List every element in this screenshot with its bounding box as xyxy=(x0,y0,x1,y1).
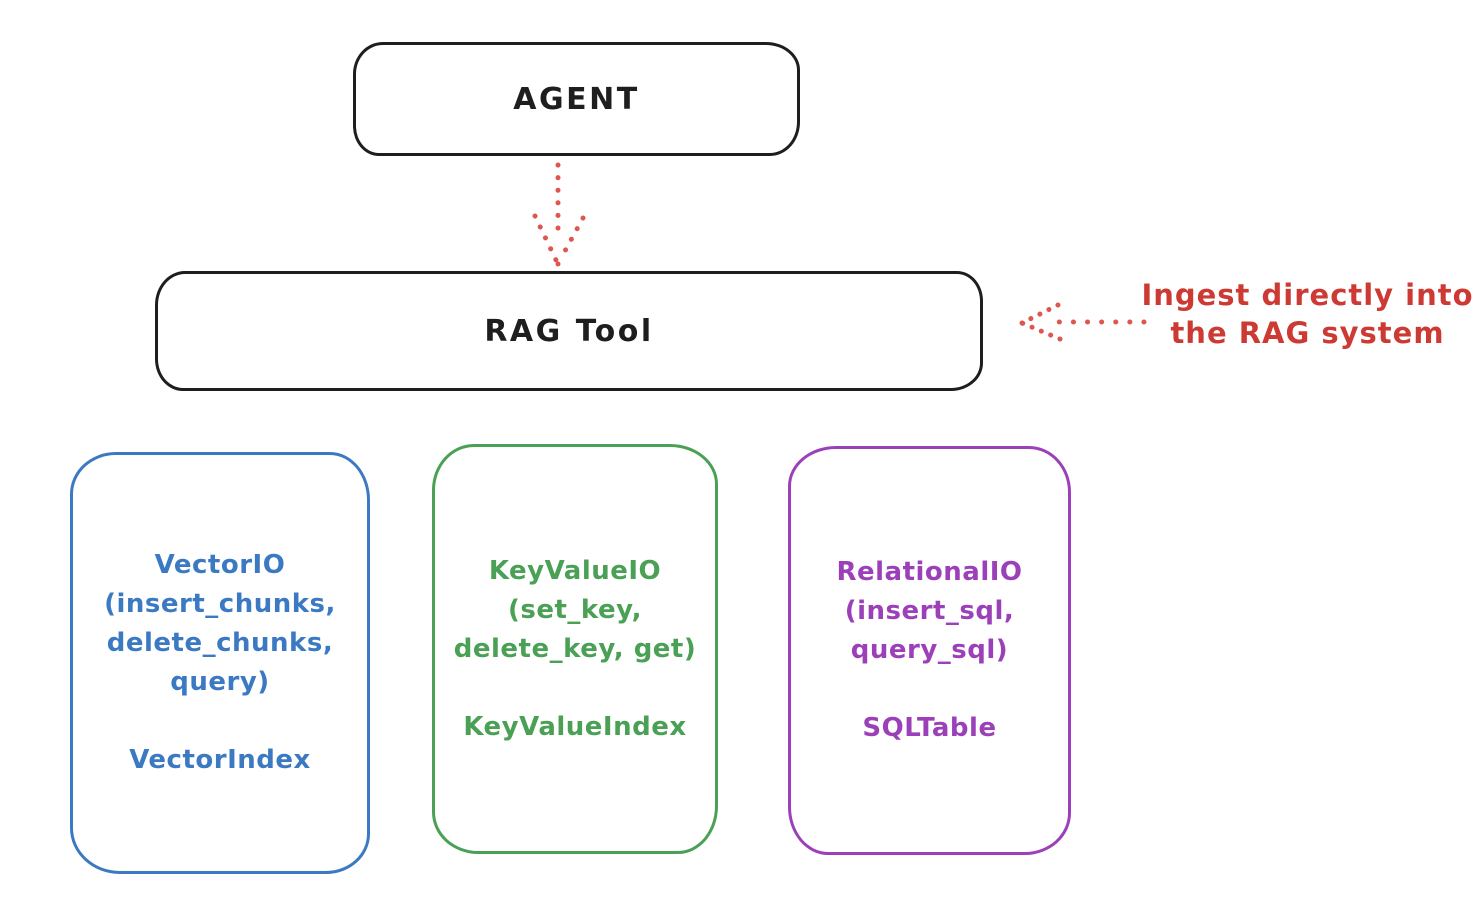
ingest-annotation-line2: the RAG system xyxy=(1170,316,1445,350)
sql-table-label: SQLTable xyxy=(862,713,997,743)
relational-io-box: RelationalIO (insert_sql, query_sql) SQL… xyxy=(788,446,1071,855)
ingest-arrow xyxy=(1019,302,1147,342)
keyvalue-io-title: KeyValueIO xyxy=(488,555,662,586)
vector-io-box: VectorIO (insert_chunks, delete_chunks, … xyxy=(70,452,370,874)
relational-io-param: (insert_sql, xyxy=(844,596,1015,626)
vector-io-param: (insert_chunks, xyxy=(104,589,336,619)
keyvalue-io-box: KeyValueIO (set_key, delete_key, get) Ke… xyxy=(432,444,718,854)
relational-io-param: query_sql) xyxy=(850,635,1009,665)
keyvalue-io-param: (set_key, xyxy=(508,594,642,625)
ingest-annotation: Ingest directly into the RAG system xyxy=(1135,276,1480,352)
vector-index-label: VectorIndex xyxy=(129,745,311,775)
agent-box: AGENT xyxy=(353,42,800,156)
ingest-annotation-line1: Ingest directly into xyxy=(1141,278,1474,312)
keyvalue-index-label: KeyValueIndex xyxy=(463,711,687,742)
vector-io-param: query) xyxy=(170,667,270,697)
rag-tool-box: RAG Tool xyxy=(155,271,983,391)
agent-to-rag-arrow xyxy=(532,162,586,267)
vector-io-title: VectorIO xyxy=(154,550,286,580)
keyvalue-io-param: delete_key, get) xyxy=(453,633,697,664)
vector-io-param: delete_chunks, xyxy=(106,628,334,658)
agent-label: AGENT xyxy=(513,81,640,117)
rag-tool-label: RAG Tool xyxy=(484,313,654,349)
relational-io-title: RelationalIO xyxy=(836,557,1023,587)
